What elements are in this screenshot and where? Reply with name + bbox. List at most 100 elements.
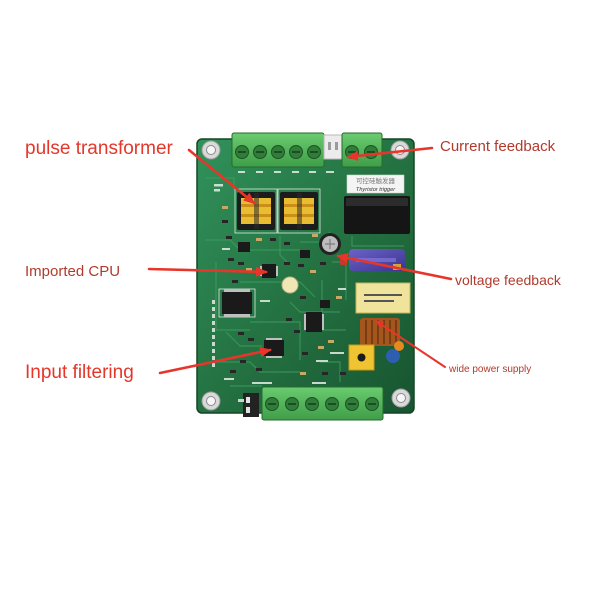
silk-mark: [238, 171, 245, 173]
silk-mark: [212, 342, 215, 346]
pulse-transformer-2: [280, 192, 318, 230]
small-chip: [300, 250, 310, 258]
connector-pin: [328, 142, 331, 150]
smd-part: [340, 372, 346, 375]
top-terminal-block: [231, 132, 325, 168]
smd-part: [300, 296, 306, 299]
top-terminal-block-small: [341, 132, 383, 168]
arrow-voltage-feedback: [336, 253, 453, 281]
board-label: 可控硅触发器 Thyristor trigger: [346, 174, 405, 194]
small-chip: [238, 242, 250, 252]
silk-mark: [212, 335, 215, 339]
power-transformer-marking: [364, 300, 394, 302]
trace: [225, 331, 262, 347]
smd-part: [238, 332, 244, 335]
smd-part: [248, 338, 254, 341]
silk-mark: [292, 171, 299, 173]
chip-body: [222, 292, 252, 314]
silk-mark: [212, 363, 215, 367]
power-transformer-marking: [364, 294, 402, 296]
silk-mark: [326, 171, 334, 173]
blue-capacitor: [386, 349, 400, 363]
sop-chip: [222, 289, 252, 317]
smd-part: [222, 206, 228, 209]
silk-mark: [256, 171, 263, 173]
smd-part: [302, 352, 308, 355]
connector-housing: [323, 134, 343, 160]
trace: [240, 281, 316, 298]
arrow-pulse-transformer: [187, 148, 256, 205]
smd-part: [336, 296, 342, 299]
smd-part: [256, 238, 262, 241]
smd-part: [294, 330, 300, 333]
pin: [246, 407, 250, 413]
inductor-winding: [365, 320, 397, 344]
round-buzzer: [281, 276, 299, 294]
smd-part: [228, 258, 234, 261]
smd-part: [298, 264, 304, 267]
pcb-board: 可控硅触发器 Thyristor trigger: [196, 138, 415, 414]
small-chip: [320, 300, 330, 308]
smd-part: [312, 234, 318, 237]
connector-pin: [335, 142, 338, 150]
silkscreen: [212, 171, 346, 384]
silk-mark: [212, 328, 215, 332]
silk-mark: [212, 349, 215, 353]
callout-current-feedback: Current feedback: [440, 138, 556, 155]
smd-part: [300, 372, 306, 375]
smd-part: [286, 318, 292, 321]
silk-mark: [252, 382, 272, 384]
pin: [246, 397, 250, 403]
silk-mark: [212, 314, 215, 318]
feedback-connector: [323, 134, 343, 160]
silk-mark: [309, 171, 316, 173]
callout-imported-cpu: Imported CPU: [25, 263, 121, 280]
arrow-wide-power-supply: [374, 320, 446, 368]
smd-part: [284, 262, 290, 265]
silk-mark: [212, 307, 215, 311]
silk-outline: [234, 188, 278, 234]
smd-part: [310, 270, 316, 273]
smd-part: [322, 372, 328, 375]
label-sticker: [346, 174, 405, 194]
trace: [250, 321, 301, 360]
silk-mark: [212, 356, 215, 360]
callout-pulse-transformer: pulse transformer: [25, 138, 173, 159]
smd-part: [270, 238, 276, 241]
silk-outline: [277, 188, 321, 234]
mounting-hole-top-left: [201, 140, 221, 160]
control-chip: [304, 312, 324, 332]
silk-mark: [224, 378, 234, 380]
trace: [215, 262, 250, 331]
arrow-current-feedback: [346, 146, 434, 161]
smd-part: [246, 268, 252, 271]
arrow-input-filtering: [158, 347, 272, 375]
relay-highlight: [346, 198, 408, 206]
callout-input-filtering: Input filtering: [25, 362, 134, 383]
smd-part: [284, 242, 290, 245]
relay: [344, 196, 410, 234]
yellow-component: [348, 344, 375, 371]
smd-part: [328, 340, 334, 343]
callout-arrows: [147, 146, 453, 375]
inductor: [360, 318, 400, 346]
trace: [289, 301, 340, 313]
power-transformer: [355, 282, 411, 314]
smd-part: [320, 262, 326, 265]
yellow-component-center: [357, 353, 366, 362]
mounting-hole-bottom-right: [391, 388, 411, 408]
smd-part: [256, 368, 262, 371]
film-capacitor-band: [356, 258, 396, 262]
electrolytic-capacitor: [319, 233, 341, 255]
capacitor-vent: [325, 239, 335, 249]
silk-mark: [214, 184, 223, 187]
hole: [206, 145, 216, 155]
chip-body: [306, 312, 322, 332]
silk-mark: [330, 352, 344, 354]
smd-components: [222, 206, 346, 375]
smd-part: [240, 360, 246, 363]
pulse-transformer-1: [237, 192, 275, 230]
pin: [238, 399, 244, 402]
smd-part: [222, 220, 228, 223]
label-line-chinese: 可控硅触发器: [356, 176, 396, 185]
